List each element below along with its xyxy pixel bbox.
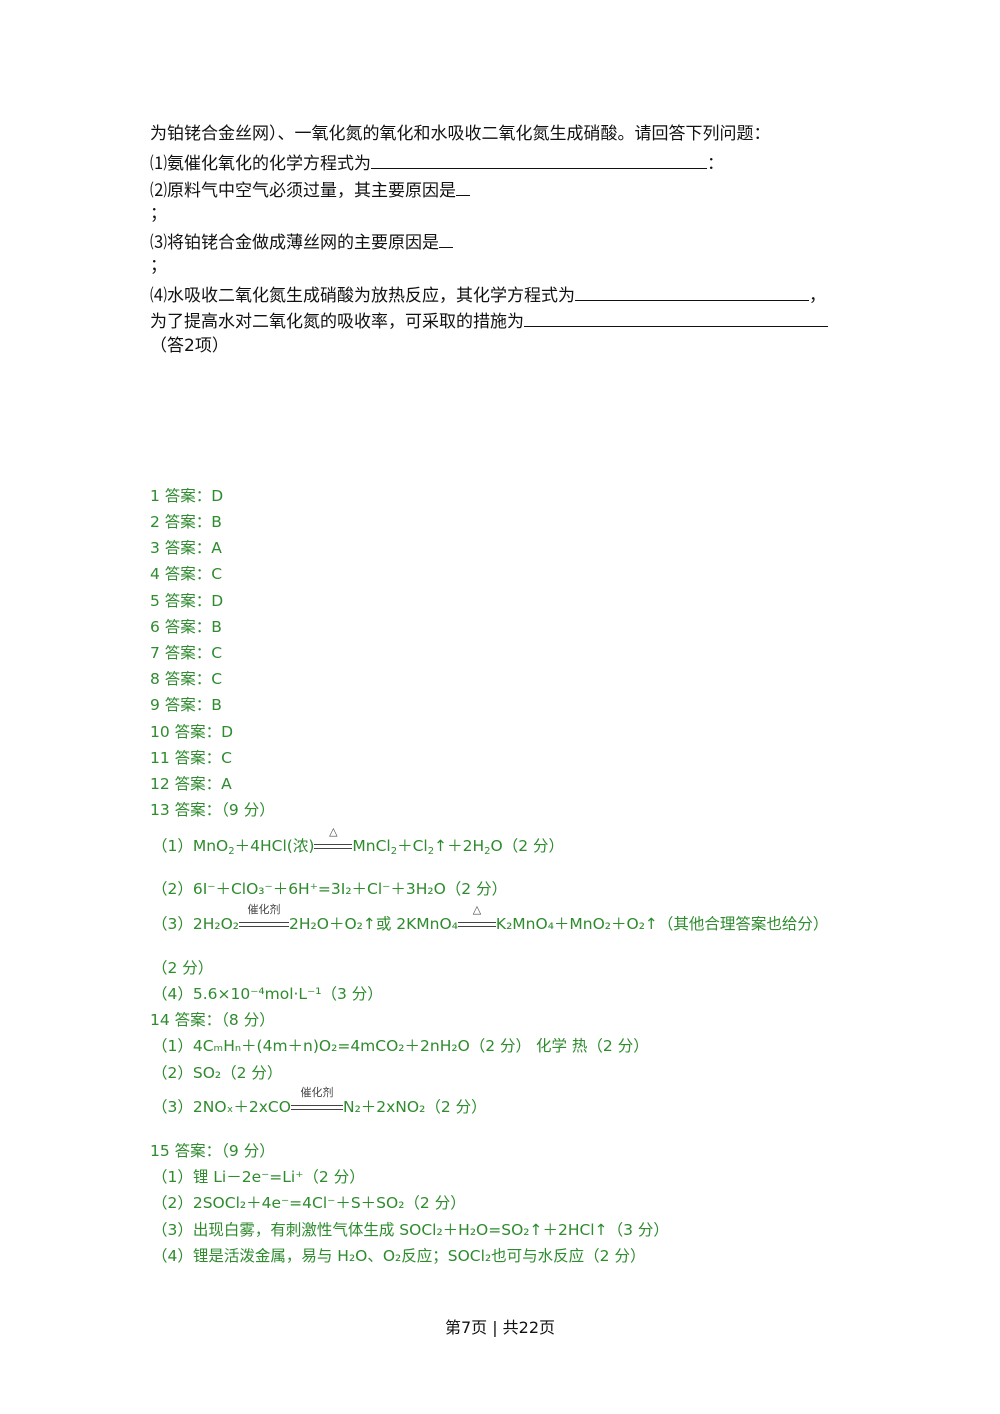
- double-bar: [314, 844, 353, 849]
- subscript: 2: [484, 846, 491, 857]
- text-run: ＋Cl: [397, 837, 428, 855]
- question-3-end: ；: [150, 256, 167, 276]
- subscript: 2: [390, 846, 398, 857]
- answer-13-part-1: （1）MnO2＋4HCl(浓)△MnCl2＋Cl2↑＋2H2O（2 分）: [152, 825, 565, 864]
- double-bar: [457, 922, 496, 927]
- page-footer: 第7页 | 共22页: [444, 1318, 556, 1337]
- answer-item: 11 答案：C: [150, 749, 232, 767]
- answer-item: 10 答案：D: [150, 723, 234, 741]
- text-run: K₂MnO₄＋MnO₂＋O₂↑（其他合理答案也给分）: [495, 915, 829, 933]
- answer-item: 8 答案：C: [150, 670, 223, 688]
- text-run: ↑＋2H: [434, 837, 485, 855]
- answer-13-part-4: （4）5.6×10⁻⁴mol·L⁻¹（3 分）: [152, 985, 383, 1003]
- heat-symbol: △: [472, 903, 482, 916]
- answer-15-part-4: （4）锂是活泼金属，易与 H₂O、O₂反应；SOCl₂也可与水反应（2 分）: [152, 1247, 646, 1265]
- answer-blank[interactable]: [371, 150, 707, 169]
- reaction-condition: △: [457, 903, 496, 936]
- answer-15-part-3: （3）出现白雾，有刺激性气体生成 SOCl₂＋H₂O=SO₂↑＋2HCl↑（3 …: [152, 1221, 669, 1239]
- answer-item: 5 答案：D: [150, 592, 224, 610]
- text-run: MnCl: [352, 837, 391, 855]
- answer-blank[interactable]: [575, 282, 809, 301]
- text-run: （3）2NOₓ＋2xCO: [152, 1098, 291, 1116]
- answer-13-part-3: （3）2H₂O₂ 催化剂 2H₂O＋O₂↑或 2KMnO₄ △ K₂MnO₄＋MnO₂＋…: [152, 903, 829, 936]
- catalyst-label: 催化剂: [247, 903, 281, 916]
- question-2-end: ；: [150, 204, 167, 224]
- answer-item: 6 答案：B: [150, 618, 222, 636]
- question-1-label: ⑴氨催化氧化的化学方程式为: [150, 154, 371, 174]
- text-run: O（2 分）: [490, 837, 565, 855]
- answer-item: 3 答案：A: [150, 539, 222, 557]
- question-2: ⑵原料气中空气必须过量，其主要原因是: [150, 177, 470, 203]
- answer-item: 1 答案：D: [150, 487, 224, 505]
- answer-14-part-2: （2）SO₂（2 分）: [152, 1064, 283, 1082]
- text-run: （3）2H₂O₂: [152, 915, 240, 933]
- answer-15-part-2: （2）2SOCl₂＋4e⁻=4Cl⁻＋S＋SO₂（2 分）: [152, 1194, 466, 1212]
- question-3: ⑶将铂铑合金做成薄丝网的主要原因是: [150, 229, 453, 255]
- double-bar: [239, 922, 290, 927]
- answer-15-title: 15 答案：（9 分）: [150, 1142, 275, 1160]
- answer-15-part-1: （1）锂 Li－2e⁻=Li⁺（2 分）: [152, 1168, 365, 1186]
- answer-blank[interactable]: [439, 229, 453, 248]
- text-run: ＋4HCl(浓): [234, 837, 315, 855]
- subscript: 2: [228, 846, 235, 857]
- question-3-label: ⑶将铂铑合金做成薄丝网的主要原因是: [150, 233, 439, 253]
- answer-14-part-1: （1）4CₘHₙ＋(4m＋n)O₂=4mCO₂＋2nH₂O（2 分） 化学 热（…: [152, 1037, 649, 1055]
- answer-item: 4 答案：C: [150, 565, 223, 583]
- question-1-end: ：: [707, 154, 724, 174]
- reaction-condition: △: [314, 825, 353, 858]
- answer-14-part-3: （3）2NOₓ＋2xCO 催化剂 N₂＋2xNO₂（2 分）: [152, 1086, 487, 1119]
- answer-item: 2 答案：B: [150, 513, 222, 531]
- question-4-note: （答2项）: [150, 336, 229, 356]
- question-2-label: ⑵原料气中空气必须过量，其主要原因是: [150, 181, 456, 201]
- answer-item: 7 答案：C: [150, 644, 223, 662]
- question-1: ⑴氨催化氧化的化学方程式为 ：: [150, 150, 724, 176]
- reaction-condition: 催化剂: [290, 1086, 343, 1119]
- answer-13-part-2: （2）6I⁻＋ClO₃⁻＋6H⁺=3I₂＋Cl⁻＋3H₂O（2 分）: [152, 880, 508, 898]
- question-4-label: ⑷水吸收二氧化氮生成硝酸为放热反应，其化学方程式为: [150, 286, 575, 306]
- text-run: （1）MnO: [152, 837, 229, 855]
- heat-symbol: △: [329, 825, 338, 838]
- catalyst-label: 催化剂: [300, 1086, 334, 1099]
- question-4: ⑷水吸收二氧化氮生成硝酸为放热反应，其化学方程式为 ，: [150, 282, 826, 308]
- question-4-line2: 为了提高水对二氧化氮的吸收率，可采取的措施为: [150, 308, 828, 334]
- answer-13-title: 13 答案：（9 分）: [150, 801, 275, 819]
- question-4-line2-label: 为了提高水对二氧化氮的吸收率，可采取的措施为: [150, 312, 524, 332]
- answer-blank[interactable]: [524, 308, 828, 327]
- text-run: N₂＋2xNO₂（2 分）: [342, 1098, 487, 1116]
- subscript: 2: [427, 846, 435, 857]
- answer-item: 12 答案：A: [150, 775, 232, 793]
- reaction-condition: 催化剂: [239, 903, 290, 936]
- text-run: 2H₂O＋O₂↑或 2KMnO₄: [289, 915, 458, 933]
- double-bar: [290, 1105, 343, 1110]
- answer-blank[interactable]: [456, 177, 470, 196]
- question-4-sep: ，: [809, 286, 826, 306]
- question-intro: 为铂铑合金丝网）、一氧化氮的氧化和水吸收二氧化氮生成硝酸。请回答下列问题：: [150, 124, 771, 144]
- answer-item: 9 答案：B: [150, 696, 222, 714]
- answer-14-title: 14 答案：（8 分）: [150, 1011, 275, 1029]
- answer-13-part-3-score: （2 分）: [152, 959, 214, 977]
